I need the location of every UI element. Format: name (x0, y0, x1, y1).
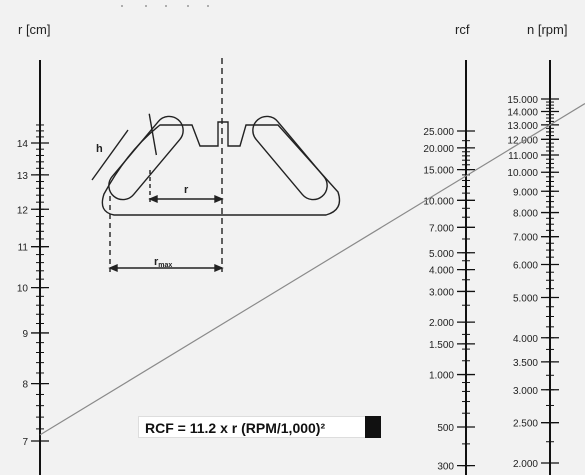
n-axis-tick-label: 9.000 (513, 187, 538, 198)
rcf-axis-tick-label: 1.500 (429, 340, 454, 351)
formula-tail (365, 416, 381, 438)
rcf-axis-tick-label: 5.000 (429, 249, 454, 260)
rcf-axis-ticks: 25.000 20.000 15.000 10.000 7.000 5.000 4.000 3… (423, 127, 475, 473)
n-axis-tick-label: 2.500 (513, 419, 538, 430)
n-axis-tick-label: 5.000 (513, 293, 538, 304)
n-axis-tick-label: 14.000 (507, 107, 538, 118)
rotor-label-h: h (96, 143, 103, 155)
rotor-diagram (91, 58, 341, 273)
rcf-axis-tick-label: 1.000 (429, 371, 454, 382)
n-axis-ticks: 15.00014.00013.00012.00011.00010.0009.00… (507, 95, 559, 470)
rotor-label-r: r (184, 184, 189, 196)
n-axis-tick-label: 3.500 (513, 358, 538, 369)
rcf-axis-tick-label: 2.000 (429, 318, 454, 329)
right-tube (252, 115, 328, 201)
n-axis-tick-label: 11.000 (508, 151, 538, 162)
n-axis-tick-label: 10.000 (507, 168, 538, 179)
n-axis-header: n [rpm] (527, 22, 568, 37)
rcf-axis-header: rcf (455, 22, 470, 37)
n-axis-tick-label: 6.000 (513, 261, 538, 272)
n-axis-tick-label: 13.000 (507, 121, 538, 132)
rcf-axis-tick-label: 3.000 (429, 287, 454, 298)
r-axis-tick-label: 13 (17, 171, 29, 182)
r-axis-tick-label: 10 (17, 284, 29, 295)
r-axis-ticks: 14 13 12 11 10 9 8 7 (17, 124, 49, 448)
n-axis-tick-label: 4.000 (513, 334, 538, 345)
rcf-axis-tick-label: 15.000 (423, 166, 454, 177)
r-axis-tick-label: 8 (22, 380, 28, 391)
r-axis-tick-label: 9 (22, 329, 28, 340)
top-dots (121, 5, 209, 7)
rcf-axis-tick-label: 4.000 (429, 266, 454, 277)
rotor-body (101, 121, 341, 216)
n-axis-tick-label: 15.000 (507, 95, 538, 106)
rotor-label-rmax: rmax (154, 256, 172, 269)
n-axis-tick-label: 7.000 (513, 233, 538, 244)
rmax-subscript: max (158, 262, 172, 269)
r-axis-tick-label: 11 (18, 243, 29, 254)
rcf-axis-tick-label: 25.000 (423, 127, 454, 138)
n-axis-tick-label: 8.000 (513, 209, 538, 220)
rcf-formula: RCF = 11.2 x r (RPM/1,000)² (138, 416, 380, 438)
n-axis-tick-label: 3.000 (513, 386, 538, 397)
rcf-axis-tick-label: 7.000 (429, 223, 454, 234)
r-axis-tick-label: 7 (22, 437, 28, 448)
h-arrow (91, 129, 129, 181)
example-reading-line (39, 103, 585, 436)
rcf-axis-tick-label: 300 (437, 462, 454, 473)
r-axis-tick-label: 14 (17, 139, 29, 150)
r-axis-header: r [cm] (18, 22, 51, 37)
rcf-axis-tick-label: 500 (437, 423, 454, 434)
left-tube (108, 115, 184, 201)
rcf-axis-tick-label: 20.000 (423, 144, 454, 155)
n-axis-tick-label: 2.000 (513, 459, 538, 470)
r-axis-tick-label: 12 (17, 205, 29, 216)
rcf-axis-tick-label: 10.000 (423, 196, 454, 207)
